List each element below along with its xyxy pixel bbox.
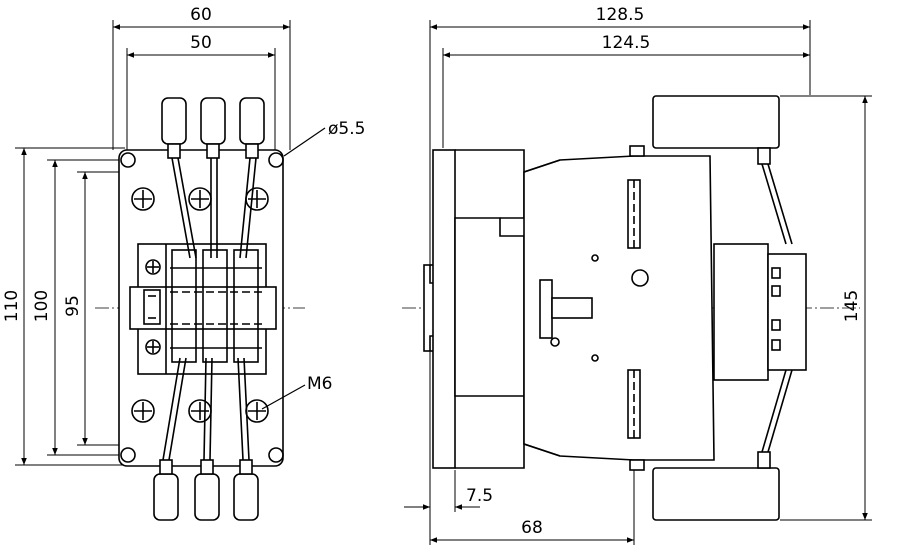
dim-60-label: 60 [190,5,212,25]
dim-128-5-label: 128.5 [596,5,645,25]
side-resistor-top [629,95,793,245]
front-view: 60 50 110 100 95 [2,5,365,521]
dim-110-label: 110 [2,290,22,322]
side-view: 128.5 124.5 145 7.5 68 [402,5,872,545]
dim-7-5-label: 7.5 [466,486,493,506]
screw-size-label: M6 [307,374,332,394]
screw-leader [261,384,306,410]
dim-50-label: 50 [190,33,212,53]
dim-145-label: 145 [842,290,862,322]
right-module [713,243,807,381]
side-resistor-bottom [629,369,793,521]
contactor-body [129,243,277,375]
dim-95-label: 95 [63,295,83,317]
dim-124-5-label: 124.5 [602,33,651,53]
hole-diameter-label: ø5.5 [328,119,365,139]
lower-resistor-group [153,357,259,521]
dim-68-label: 68 [521,518,543,538]
dim-100-label: 100 [32,290,52,322]
upper-resistor-group [161,97,265,259]
hole-leader [283,127,326,157]
mounting-hole-icon [120,152,284,463]
contactor-side-body [523,155,715,461]
din-rail-base [423,149,525,469]
